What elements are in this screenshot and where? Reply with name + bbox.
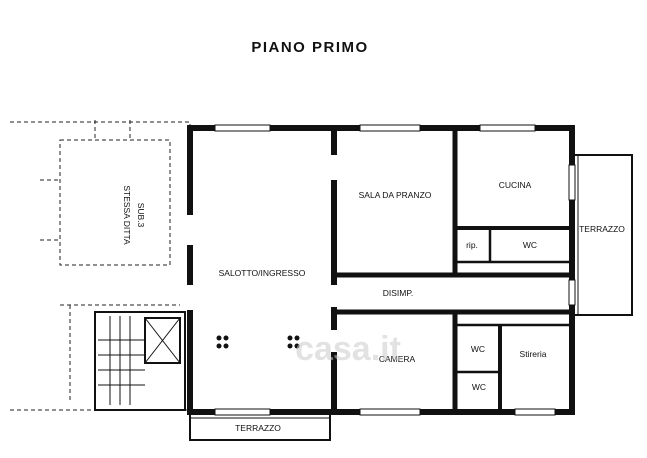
wc-top-label: WC	[523, 240, 537, 250]
staircase	[94, 311, 186, 411]
watermark: casa.it	[295, 330, 401, 368]
wc-bottom-label: WC	[472, 382, 486, 392]
stireria-label: Stireria	[520, 349, 547, 359]
sala-pranzo-label: SALA DA PRANZO	[359, 190, 432, 200]
salotto-fixtures	[216, 335, 300, 349]
stessa-ditta-label: STESSA DITTA	[122, 185, 132, 245]
terrace-right	[572, 154, 633, 316]
cucina-label: CUCINA	[499, 180, 532, 190]
terrazzo-bottom-label: TERRAZZO	[235, 423, 281, 433]
plan-title: PIANO PRIMO	[251, 39, 368, 56]
salotto-label: SALOTTO/INGRESSO	[219, 268, 306, 278]
wc-mid-label: WC	[471, 344, 485, 354]
window-frames	[214, 124, 576, 416]
interior-walls	[331, 128, 572, 412]
disimpegno-label: DISIMP.	[383, 288, 414, 298]
sub3-label: SUB.3	[136, 203, 146, 228]
camera-label: CAMERA	[379, 354, 416, 364]
outer-walls	[187, 125, 575, 415]
terrace-bottom	[189, 412, 331, 441]
wall-openings	[186, 124, 576, 416]
neighbour-unit-outline	[10, 120, 191, 411]
terrazzo-right-label: TERRAZZO	[579, 224, 625, 234]
ripostiglio-label: rip.	[466, 240, 478, 250]
